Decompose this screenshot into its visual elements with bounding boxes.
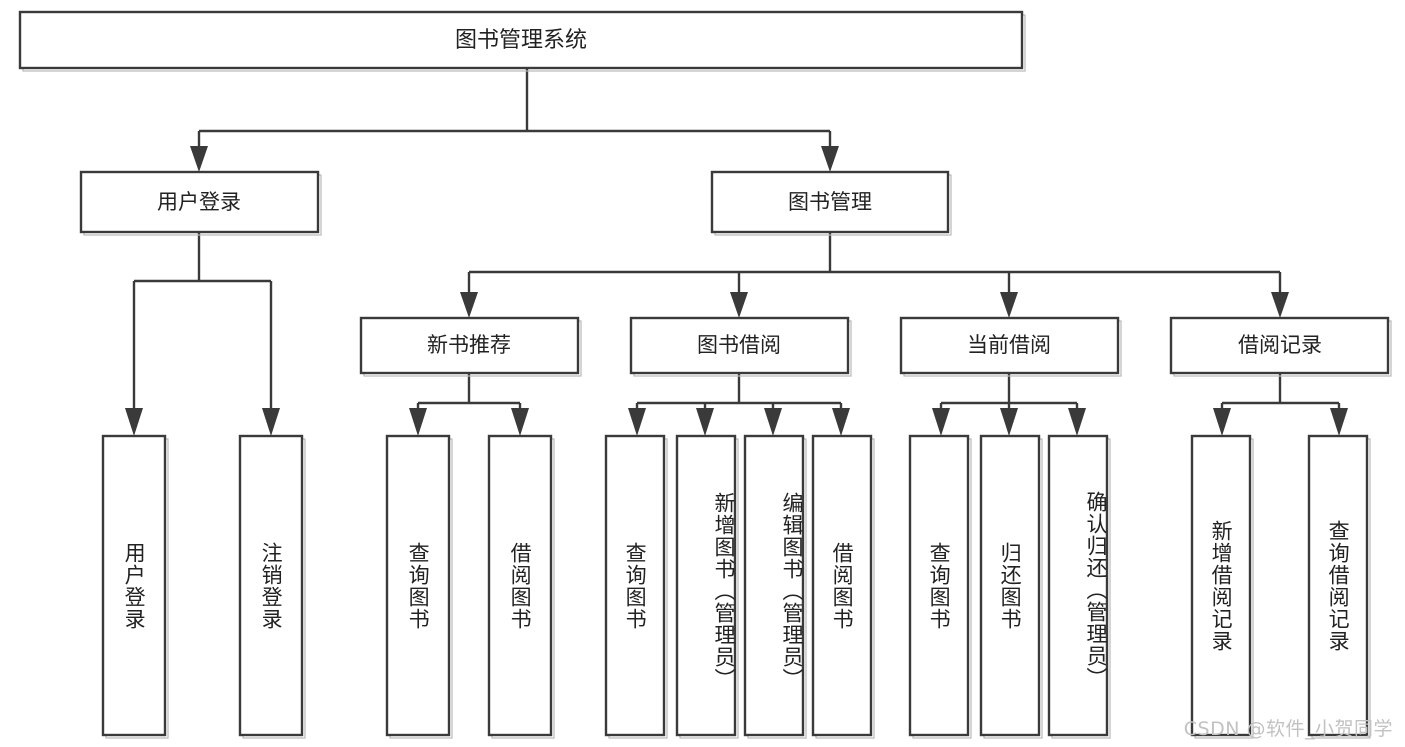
arrow-new-book-leaf-2 <box>511 408 529 436</box>
node-user-login-box[interactable] <box>79 170 320 234</box>
node-book-borrow-label: 图书借阅 <box>697 333 781 357</box>
leaf-add-book-admin-box[interactable] <box>675 434 737 737</box>
arrow-root-to-book-mgmt <box>821 146 839 172</box>
node-current-borrow-box[interactable] <box>899 316 1120 375</box>
arrow-borrow-record-leaf-2 <box>1330 408 1348 436</box>
arrow-book-mgmt-to-borrow-record <box>1271 292 1289 318</box>
arrow-book-borrow-leaf-1 <box>628 408 646 436</box>
connector-group-borrow-record <box>1213 373 1348 436</box>
connector-group-book-borrow <box>628 373 850 436</box>
watermark-text: CSDN @软件_小贺同学 <box>1183 718 1393 740</box>
arrow-current-borrow-leaf-1 <box>932 408 950 436</box>
connector-group-user-login <box>125 232 280 436</box>
arrow-book-borrow-leaf-2 <box>696 408 714 436</box>
leaf-user-login-box[interactable] <box>101 434 167 737</box>
leaf-borrow-book-1-box[interactable] <box>487 434 553 737</box>
leaf-borrow-book-2-box[interactable] <box>811 434 873 737</box>
connector-group-root <box>190 68 839 172</box>
root-node-box[interactable] <box>18 10 1024 70</box>
arrow-current-borrow-leaf-2 <box>1000 408 1018 436</box>
arrow-user-login-leaf-1 <box>125 408 143 436</box>
leaf-query-book-2-box[interactable] <box>604 434 666 737</box>
arrow-book-borrow-leaf-3 <box>764 408 782 436</box>
arrow-book-mgmt-to-book-borrow <box>730 292 748 318</box>
connector-group-new-book <box>409 373 529 436</box>
node-book-borrow-box[interactable] <box>629 316 850 375</box>
arrow-user-login-leaf-2 <box>262 408 280 436</box>
arrow-book-mgmt-to-new-book <box>460 292 478 318</box>
node-borrow-record-label: 借阅记录 <box>1238 333 1322 357</box>
leaf-query-book-1-box[interactable] <box>385 434 451 737</box>
leaf-confirm-return-admin-box[interactable] <box>1047 434 1109 737</box>
node-current-borrow-label: 当前借阅 <box>967 333 1051 357</box>
leaf-logout-box[interactable] <box>238 434 304 737</box>
node-borrow-record-box[interactable] <box>1169 316 1390 375</box>
arrow-book-mgmt-to-current-borrow <box>1000 292 1018 318</box>
node-user-login-label: 用户登录 <box>157 190 241 214</box>
leaf-add-borrow-record-box[interactable] <box>1190 434 1252 737</box>
node-new-book-recommend-label: 新书推荐 <box>427 333 511 357</box>
node-new-book-recommend-box[interactable] <box>359 316 580 375</box>
connector-group-book-mgmt <box>460 232 1289 318</box>
arrow-book-borrow-leaf-4 <box>832 408 850 436</box>
leaf-return-book-box[interactable] <box>979 434 1041 737</box>
arrow-root-to-user-login <box>190 146 208 172</box>
arrow-new-book-leaf-1 <box>409 408 427 436</box>
root-node-label: 图书管理系统 <box>455 28 587 53</box>
leaf-edit-book-admin-box[interactable] <box>743 434 805 737</box>
leaf-query-borrow-record-box[interactable] <box>1307 434 1369 737</box>
leaf-query-book-3-box[interactable] <box>908 434 970 737</box>
arrow-borrow-record-leaf-1 <box>1213 408 1231 436</box>
node-book-management-label: 图书管理 <box>788 190 872 214</box>
connector-group-current-borrow <box>932 373 1086 436</box>
node-book-management-box[interactable] <box>710 170 950 234</box>
arrow-current-borrow-leaf-3 <box>1068 408 1086 436</box>
